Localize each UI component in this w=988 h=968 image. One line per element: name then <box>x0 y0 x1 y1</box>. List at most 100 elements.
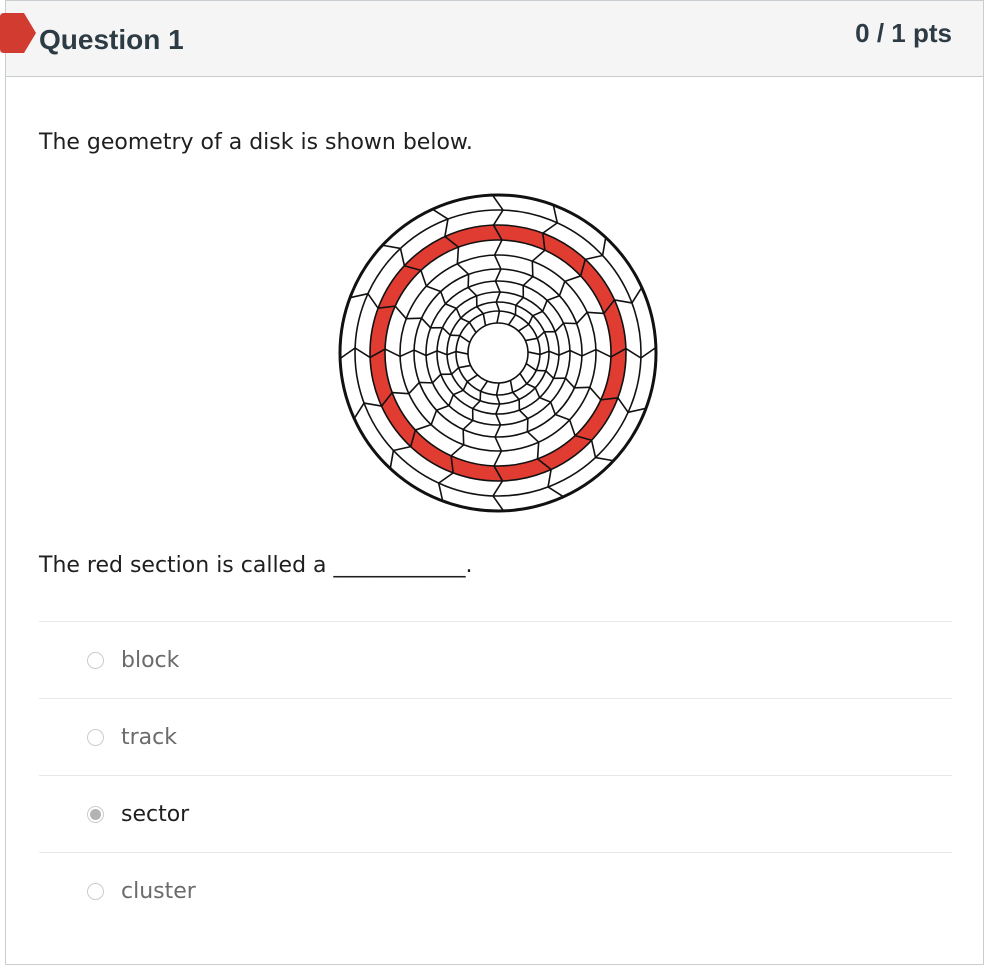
sector-divider <box>462 419 474 431</box>
answer-label: block <box>121 648 180 673</box>
sector-divider <box>576 311 588 325</box>
sector-divider <box>526 382 536 389</box>
answer-option-block[interactable]: block <box>39 621 952 698</box>
sector-divider <box>467 286 478 297</box>
track-ring <box>354 209 642 497</box>
sector-divider <box>472 400 481 410</box>
sector-divider <box>456 263 470 275</box>
sector-divider <box>518 409 529 420</box>
sector-divider <box>446 350 457 356</box>
sector-divider <box>436 404 450 412</box>
sector-divider <box>548 350 560 356</box>
sector-divider <box>349 292 369 299</box>
radio-button[interactable] <box>87 729 104 746</box>
sector-divider <box>537 458 552 471</box>
sector-divider <box>552 204 559 224</box>
sector-divider <box>536 331 545 339</box>
sector-divider <box>492 480 504 497</box>
sector-divider <box>420 270 428 287</box>
sector-divider <box>462 381 469 391</box>
sector-divider <box>525 337 538 342</box>
sector-divider <box>444 235 459 248</box>
sector-divider <box>494 280 501 293</box>
sector-divider <box>610 347 627 358</box>
sector-divider <box>448 394 455 406</box>
track-ring <box>338 193 658 513</box>
sector-divider <box>627 407 647 414</box>
sector-divider <box>595 348 612 358</box>
answer-option-track[interactable]: track <box>39 698 952 775</box>
sector-divider <box>640 346 657 359</box>
sector-divider <box>496 310 501 324</box>
sector-divider <box>394 305 407 320</box>
sector-divider <box>522 275 534 287</box>
sector-divider <box>574 434 592 442</box>
radio-button[interactable] <box>87 883 104 900</box>
sector-divider <box>462 429 465 445</box>
sector-divider <box>532 310 543 317</box>
sector-divider <box>466 374 478 383</box>
sector-divider <box>393 445 411 452</box>
sector-divider <box>600 397 618 401</box>
sector-divider <box>579 259 587 277</box>
sector-divider <box>380 392 393 407</box>
sector-divider <box>519 373 528 385</box>
sector-divider <box>353 402 365 419</box>
sector-divider <box>493 450 503 467</box>
sector-divider <box>542 233 546 251</box>
sector-divider <box>542 222 558 234</box>
sector-divider <box>614 299 633 304</box>
sector-divider <box>531 249 546 262</box>
sector-divider <box>409 429 417 447</box>
answer-list: block track sector cluster <box>39 621 952 929</box>
sector-divider <box>493 239 503 256</box>
sector-divider <box>493 465 504 482</box>
sector-divider <box>453 389 464 396</box>
radio-button[interactable] <box>87 652 104 669</box>
track-ring <box>436 291 560 415</box>
sector-divider <box>450 444 465 457</box>
sector-divider <box>408 381 420 395</box>
sector-divider <box>564 275 581 283</box>
track-ring <box>446 301 550 405</box>
answer-label: cluster <box>121 879 196 904</box>
answer-option-sector[interactable]: sector <box>39 775 952 852</box>
sector-divider <box>459 334 471 344</box>
radio-button-selected[interactable] <box>87 806 104 823</box>
track-ring <box>384 239 612 467</box>
sector-divider <box>585 254 603 261</box>
track-ring <box>425 280 571 426</box>
sector-divider <box>554 322 565 333</box>
sector-divider <box>534 387 541 398</box>
fill-in-blank-sentence: The red section is called a ____________… <box>39 553 473 578</box>
sector-divider <box>420 317 432 329</box>
sector-divider <box>460 317 470 324</box>
sector-divider <box>587 311 604 315</box>
track-ring <box>399 254 597 452</box>
sector-divider <box>494 424 502 438</box>
sector-divider <box>507 314 517 326</box>
sector-divider <box>339 347 356 360</box>
sector-divider <box>515 296 524 306</box>
sector-divider <box>527 351 541 356</box>
sector-divider <box>458 364 471 369</box>
sector-divider <box>439 291 447 305</box>
answer-option-cluster[interactable]: cluster <box>39 852 952 929</box>
sector-divider <box>509 380 514 393</box>
disk-geometry-diagram <box>336 191 660 515</box>
sector-divider <box>546 294 560 302</box>
sector-divider <box>389 450 395 469</box>
answer-label: track <box>121 725 177 750</box>
sector-divider <box>392 391 409 395</box>
sector-divider <box>476 306 484 315</box>
sector-divider <box>468 321 477 333</box>
sector-divider <box>525 362 537 372</box>
sector-divider <box>595 456 614 462</box>
sector-divider <box>456 247 460 264</box>
sector-divider <box>492 209 504 226</box>
sector-divider <box>436 350 448 356</box>
sector-divider <box>512 391 520 400</box>
sector-divider <box>430 410 438 425</box>
sector-divider <box>378 305 396 309</box>
sector-divider <box>431 373 442 384</box>
